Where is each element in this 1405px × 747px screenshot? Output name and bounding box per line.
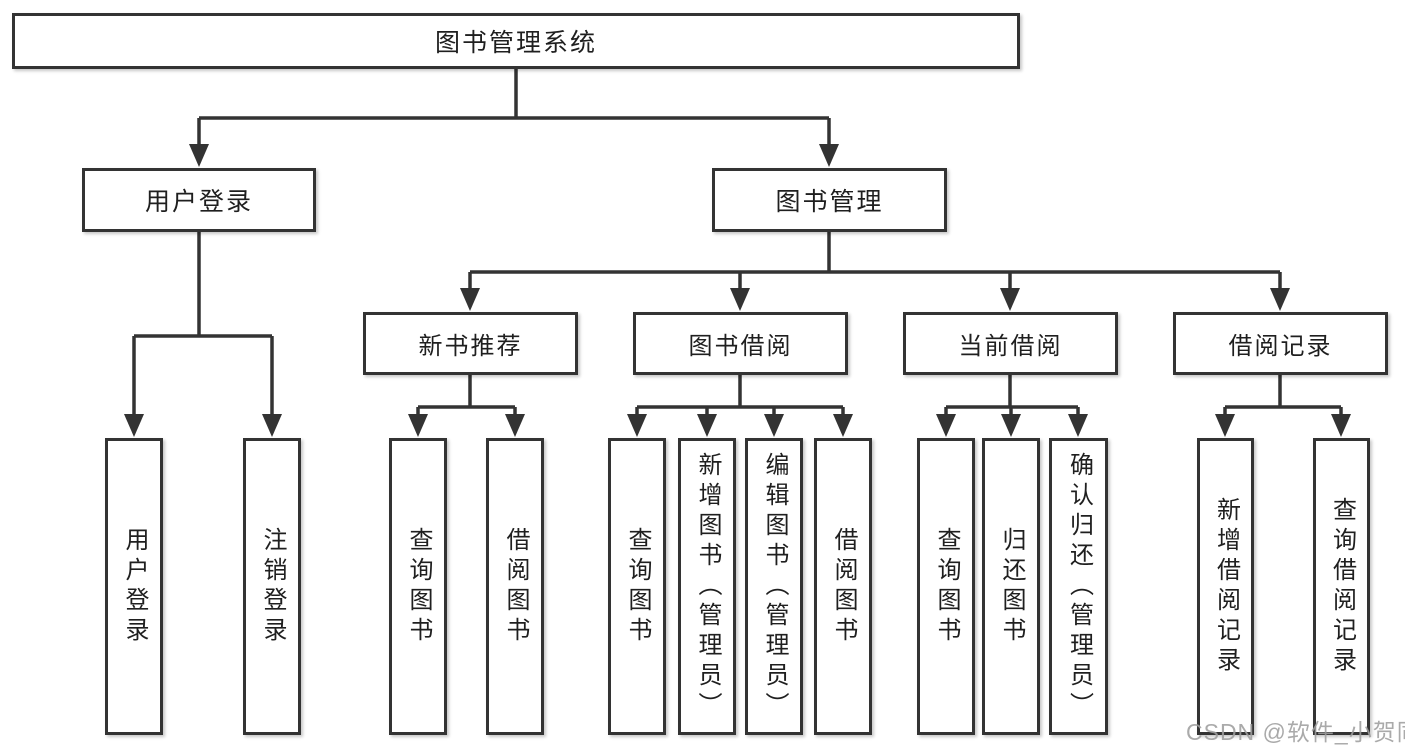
node-label: 注销登录 <box>259 526 286 647</box>
node-label: 借阅图书 <box>830 526 857 647</box>
node-label: 借阅图书 <box>502 526 529 647</box>
node-label: 查询图书 <box>624 526 651 647</box>
leaf-confirm-return-admin: 确认归还（管理员） <box>1049 438 1108 735</box>
node-label: 图书管理 <box>775 188 884 216</box>
leaf-borrowing-borrow-books: 借阅图书 <box>814 438 872 735</box>
leaf-add-borrow-record: 新增借阅记录 <box>1197 438 1254 735</box>
node-label: 图书管理系统 <box>434 29 597 57</box>
leaf-user-login: 用户登录 <box>105 438 163 735</box>
node-label: 新增借阅记录 <box>1212 496 1240 677</box>
node-label: 图书借阅 <box>688 333 793 360</box>
node-label: 查询图书 <box>933 526 960 647</box>
leaf-return-books: 归还图书 <box>982 438 1040 735</box>
node-book-borrowing: 图书借阅 <box>633 312 848 375</box>
node-label: 确认归还（管理员） <box>1065 451 1093 722</box>
node-label: 用户登录 <box>121 526 148 647</box>
node-label: 借阅记录 <box>1228 333 1333 360</box>
watermark: CSDN @软件_小贺同学 <box>1186 719 1405 745</box>
leaf-recommend-query-books: 查询图书 <box>389 438 447 735</box>
node-root: 图书管理系统 <box>12 13 1020 69</box>
node-label: 编辑图书（管理员） <box>761 451 788 722</box>
leaf-query-borrow-record: 查询借阅记录 <box>1313 438 1370 735</box>
leaf-borrowing-query-books: 查询图书 <box>608 438 666 735</box>
node-label: 新增图书（管理员） <box>694 451 721 722</box>
leaf-current-query-books: 查询图书 <box>917 438 975 735</box>
leaf-add-books-admin: 新增图书（管理员） <box>678 438 736 735</box>
node-label: 当前借阅 <box>958 333 1063 360</box>
leaf-edit-books-admin: 编辑图书（管理员） <box>745 438 803 735</box>
node-label: 新书推荐 <box>418 333 523 360</box>
node-label: 用户登录 <box>144 188 253 216</box>
node-label: 归还图书 <box>998 526 1025 647</box>
node-borrowing-records: 借阅记录 <box>1173 312 1388 375</box>
node-user-login: 用户登录 <box>82 168 316 232</box>
node-label: 查询借阅记录 <box>1328 496 1356 677</box>
node-current-borrowing: 当前借阅 <box>903 312 1118 375</box>
node-label: 查询图书 <box>405 526 432 647</box>
leaf-recommend-borrow-books: 借阅图书 <box>486 438 544 735</box>
node-book-management: 图书管理 <box>712 168 947 232</box>
node-new-book-recommendation: 新书推荐 <box>363 312 578 375</box>
leaf-logout: 注销登录 <box>243 438 301 735</box>
